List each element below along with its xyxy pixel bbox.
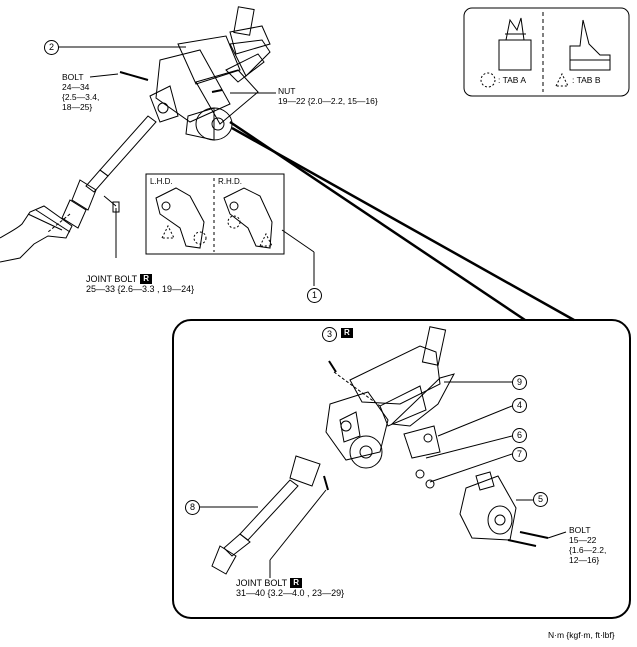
callout-3: 3	[322, 327, 337, 342]
bolt-lower-label: BOLT 15—22 {1.6—2.2, 12—16}	[569, 525, 607, 565]
gear-part-7	[415, 469, 435, 489]
rhd-mechanism-icon	[223, 187, 273, 249]
exploded-view-frame	[172, 319, 631, 619]
hand-with-gear-icon	[0, 205, 73, 263]
nut-label: NUT 19—22 {2.0—2.2, 15—16}	[278, 86, 378, 106]
callout-4: 4	[512, 398, 527, 413]
tilt-lever	[390, 373, 455, 427]
torque-units: N·m {kgf·m, ft·lbf}	[548, 630, 615, 640]
callout-5: 5	[533, 492, 548, 507]
tab-b-label: : TAB B	[572, 75, 601, 85]
tab-b-icon	[569, 19, 611, 71]
tab-a-icon	[498, 17, 532, 71]
callout-6: 6	[512, 428, 527, 443]
bolt-upper-label: BOLT 24—34 {2.5—3.4, 18—25}	[62, 72, 100, 112]
callout-7: 7	[512, 447, 527, 462]
tab-b-triangle-icon	[555, 72, 569, 87]
electric-motor-part-5	[459, 471, 517, 541]
callout-2: 2	[44, 40, 59, 55]
bracket-part-4	[403, 425, 441, 459]
column-housing	[325, 326, 447, 469]
callout-8: 8	[185, 500, 200, 515]
lhd-mechanism-icon	[155, 187, 207, 249]
lhd-rhd-inset	[145, 173, 285, 255]
rhd-label: R.H.D.	[218, 177, 242, 186]
lhd-label: L.H.D.	[150, 177, 173, 186]
callout-1: 1	[307, 288, 322, 303]
torque-replace-badge: R	[290, 578, 302, 588]
tab-a-label: : TAB A	[498, 75, 527, 85]
torque-replace-badge: R	[140, 274, 152, 284]
torque-replace-badge-3: R	[341, 328, 353, 338]
upper-intermediate-shaft	[47, 115, 157, 233]
callout-9: 9	[512, 375, 527, 390]
lower-intermediate-shaft	[211, 455, 321, 575]
tab-a-circle-icon	[480, 72, 496, 88]
upper-column-assembly	[119, 6, 271, 141]
tab-legend-box	[463, 7, 630, 97]
